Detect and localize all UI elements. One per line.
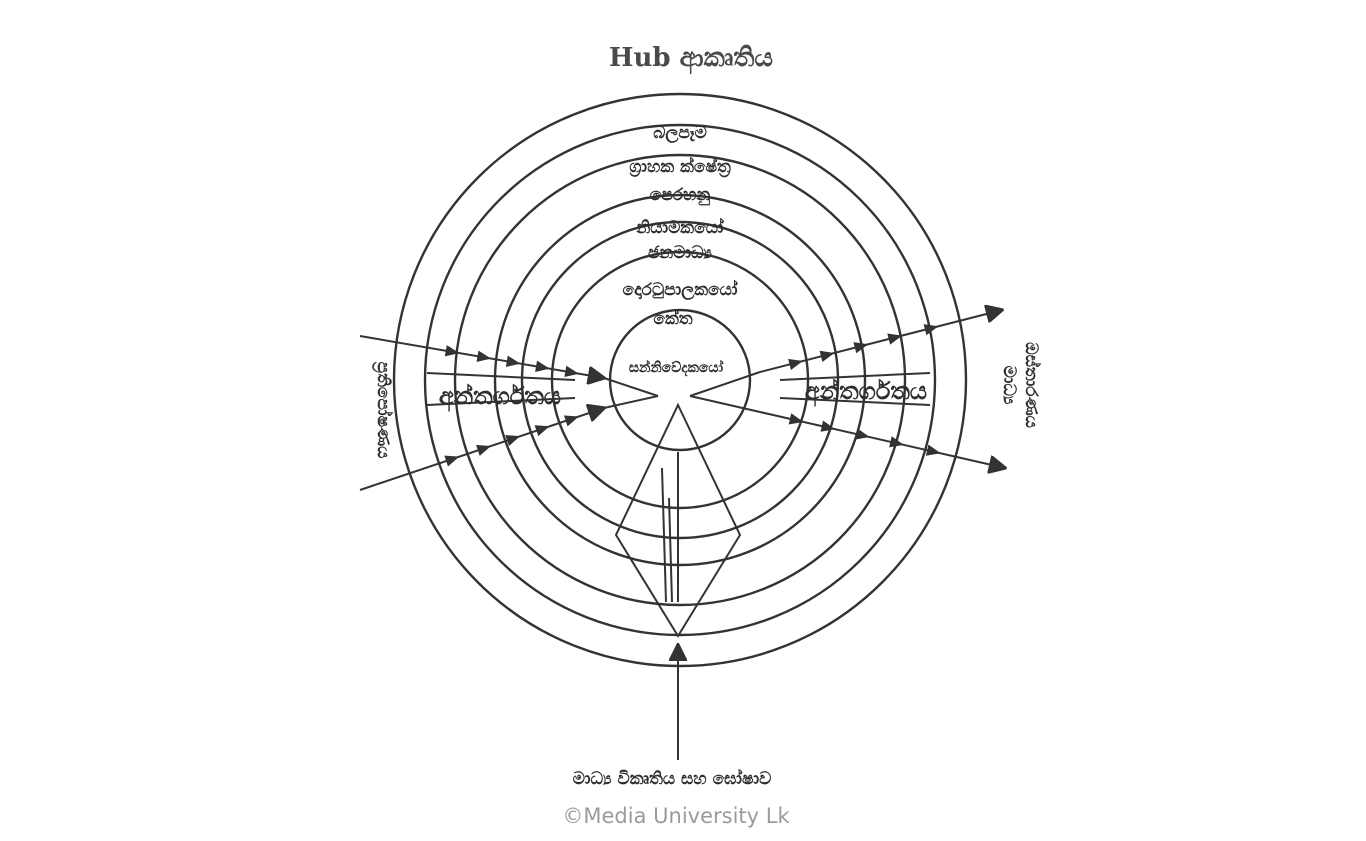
right-lower-arrowhead-1 [788,413,804,425]
ring-3 [453,153,907,607]
left-lower-arrowhead-5 [563,415,579,427]
right-band-top [779,372,931,381]
left-upper-arrowhead-5 [564,365,579,378]
right-upper-arrowhead-3 [853,342,869,354]
left-lower-arrowhead-3 [505,435,521,446]
ring-6 [550,250,810,510]
watermark: ©Media University Lk [562,804,790,828]
right-content-label: අන්තර්ගතය [805,377,927,407]
ring-label-filters: පෙරහනු [650,185,711,206]
left-band-bottom [426,397,576,406]
left-lower-arrowhead-2 [476,444,491,456]
ring-label-mass-media: ජනමාධ්‍ය [648,243,713,263]
right-lower-arrowhead-5 [925,444,941,456]
right-upper-arrowhead-2 [819,350,835,362]
ring-1 [392,92,968,668]
distortion-wedge [614,402,742,760]
right-upper-arrowhead-5 [923,324,939,336]
ring-4 [493,193,867,567]
left-lower-arrowhead-4 [534,425,550,437]
left-funnel-bottom [603,395,659,409]
feedback-label: ප්‍රතිපෝෂණය [372,361,394,458]
ring-label-gatekeepers: දොරටුපාලකයෝ [623,279,739,301]
ring-label-regulators: නියාමකයෝ [635,217,724,238]
ring-2 [423,123,937,637]
wedge-stroke-1 [661,467,667,603]
left-upper-arrowhead-2 [476,350,492,362]
right-upper-arrowhead-4 [887,333,903,345]
right-lower-arrowhead-4 [889,436,904,448]
left-upper-arrowhead-3 [505,355,521,367]
concentric-rings [392,92,968,668]
right-lower-arrowhead-2 [820,420,836,432]
center-label-communicators: සන්නිවේදකයෝ [629,359,724,377]
ring-5 [520,220,840,540]
ring-label-receiver-fields: ග්‍රාහක ක්ෂේත්‍ර [629,156,731,178]
ring-label-codes: කේත [653,308,692,329]
left-lower-arrowhead-1 [444,455,460,467]
media-amplification-label-1: මාධ්‍ය [999,366,1019,405]
left-upper-arrowhead-1 [444,345,460,357]
bottom-label-distortion-noise: මාධ්‍ය විකෘතිය සහ ඝෝෂාව [573,768,772,789]
diagram-title: Hub ආකෘතිය [609,43,773,75]
left-funnel-top [603,377,659,397]
ring-label-influence: බලපෑම [653,123,707,144]
wedge-outline [614,402,742,638]
left-content-label: අන්තර්ගතය [439,382,561,412]
right-funnel-top [689,371,761,397]
media-amplification-label-2: ඔස්තාරණය [1021,342,1042,428]
left-band-top [426,372,576,381]
right-funnel-bottom [689,395,761,413]
right-upper-arrowhead-1 [788,358,803,371]
wedge-stroke-2 [668,497,673,603]
right-band-bottom [779,397,931,406]
left-upper-arrowhead-4 [535,360,550,372]
ring-7 [608,308,752,452]
right-lower-arrowhead-3 [854,428,870,440]
